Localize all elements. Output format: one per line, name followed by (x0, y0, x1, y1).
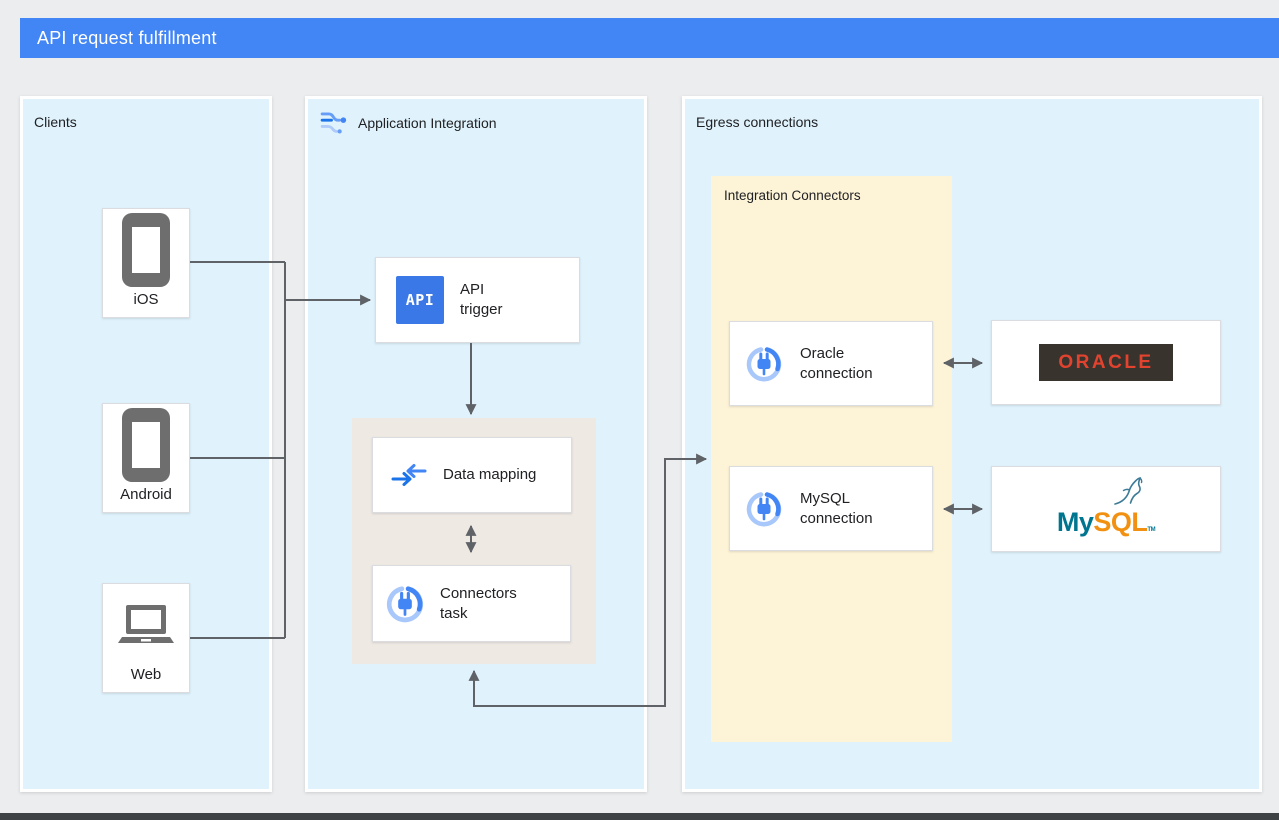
integration-connectors-plug-icon (744, 344, 784, 384)
mysql-dolphin-icon (1112, 476, 1146, 511)
integration-connectors-plug-icon (384, 583, 426, 625)
oracle-connection-node: Oracle connection (729, 321, 933, 406)
integration-connectors-group-title: Integration Connectors (724, 188, 861, 203)
api-badge-icon: API (396, 276, 444, 324)
api-trigger-label: API trigger (460, 281, 503, 318)
android-label: Android (120, 486, 172, 503)
integration-connectors-group: Integration Connectors (711, 176, 952, 742)
bottom-edge-bar (0, 813, 1279, 820)
application-integration-icon (319, 107, 349, 137)
oracle-logo-text: ORACLE (1058, 351, 1154, 373)
connectors-task-label: Connectors task (440, 584, 517, 622)
mysql-logo-my: My (1056, 506, 1094, 537)
oracle-connection-label: Oracle connection (800, 344, 873, 382)
integration-connectors-plug-icon (744, 489, 784, 529)
laptop-icon (103, 584, 189, 666)
oracle-database-node: ORACLE (991, 320, 1221, 405)
connectors-task-node: Connectors task (372, 565, 571, 642)
data-mapping-node: Data mapping (372, 437, 572, 513)
mysql-connection-label: MySQL connection (800, 489, 873, 527)
mysql-connection-node: MySQL connection (729, 466, 933, 551)
ios-client-card: iOS (102, 208, 190, 318)
web-client-card: Web (102, 583, 190, 693)
smartphone-icon (103, 209, 189, 291)
android-client-card: Android (102, 403, 190, 513)
mysql-logo-text: MySQLTM (1056, 506, 1156, 543)
smartphone-icon (103, 404, 189, 486)
mysql-logo-sql: SQL (1093, 506, 1148, 537)
title-banner: API request fulfillment (20, 18, 1279, 58)
oracle-logo: ORACLE (1039, 344, 1173, 381)
mysql-trademark: TM (1147, 526, 1156, 533)
clients-panel-title: Clients (34, 114, 77, 130)
application-integration-panel-title: Application Integration (358, 115, 497, 131)
mysql-database-node: MySQLTM (991, 466, 1221, 552)
egress-panel-title: Egress connections (696, 114, 819, 130)
data-mapping-arrows-icon (391, 462, 427, 488)
api-badge-text: API (405, 291, 435, 309)
web-label: Web (130, 666, 162, 683)
diagram-title: API request fulfillment (37, 27, 217, 48)
api-trigger-node: API API trigger (375, 257, 580, 343)
ios-label: iOS (133, 291, 159, 308)
data-mapping-label: Data mapping (443, 466, 537, 483)
